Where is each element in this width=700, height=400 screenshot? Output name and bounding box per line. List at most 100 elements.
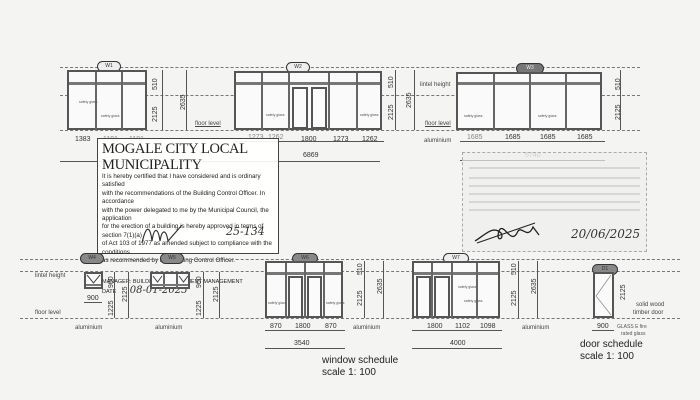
width-dim: 1273 [248,134,264,141]
window-frame: safety glass safety glass [456,72,602,130]
signature-icon [474,222,540,244]
door-leaf [292,87,308,129]
dim-sill: 1225 [108,300,115,316]
door-leaf [288,276,303,318]
window-frame: safety glass safety glass [412,261,500,318]
door-leaf [416,276,431,318]
window-schedule-title: window schedule scale 1: 100 [322,355,399,378]
dim-height: 900 [108,276,115,288]
width-dim: 1800 [295,323,311,330]
municipality-title: MOGALE CITY LOCAL MUNICIPALITY [102,141,248,173]
width-dim: 870 [270,323,282,330]
dim-total: 2125 [213,286,220,302]
handwritten-reference: 25-134 [226,225,265,238]
overall-width-dim: 6869 [303,152,319,159]
glass-note: safety glass [268,301,287,305]
width-dim: 1800 [301,136,317,143]
door-material-note: solid wood [636,302,665,308]
overall-width-dim: 3540 [294,340,310,347]
width-dim: 1685 [540,134,556,141]
dim-top: 510 [615,78,622,90]
door-material-note: timber door [633,310,664,316]
date-line: DATE 08-01-2025 [102,285,274,296]
material-label: aluminium [155,325,183,331]
dim-window-height: 2125 [357,290,364,306]
date-label: DATE [102,289,117,296]
door-leaf [307,276,322,318]
window-frame: safety glass safety glass [265,261,345,318]
dim-window-height: 2125 [615,104,622,120]
door-width-dim: 900 [597,323,609,330]
dim-height: 900 [196,276,203,288]
door-glass-note: GLASS E fire [617,324,647,330]
door-schedule-title: door schedule scale 1: 100 [580,339,643,362]
width-dim: 1800 [427,323,443,330]
floor-dash-line [60,130,640,131]
floor-dash-line [20,318,680,319]
dim-window-height: 2125 [388,104,395,120]
dim-top: 510 [152,78,159,90]
width-dim: 1262 [362,136,378,143]
dim-total-height: 2635 [406,92,413,108]
handwritten-date: 20/06/2025 [571,227,641,241]
material-label: aluminium [75,325,103,331]
window-frame [150,272,190,289]
door-height-dim: 2125 [620,284,627,300]
dim-window-height: 2125 [511,290,518,306]
door-leaf [434,276,450,318]
width-dim: 1685 [505,134,521,141]
window-frame [84,272,103,289]
window-frame: safety glass safety glass [234,71,382,130]
dim-top: 510 [388,76,395,88]
door-frame [593,272,614,318]
dim-total-height: 2635 [180,94,187,110]
door-swing-icon [595,274,612,316]
glass-note: safety glass [458,285,477,289]
dim-top: 510 [357,263,364,275]
lintel-dash-line [20,259,680,260]
glass-note: safety glass [79,100,98,104]
material-label: aluminium [353,325,381,331]
approval-text: It is hereby certified that I have consi… [102,173,272,265]
window-tag: W4 [80,253,104,264]
dim-sill: 1225 [196,300,203,316]
width-dim: 1685 [467,134,483,141]
width-dim: 870 [325,323,337,330]
dim-window-height: 2125 [152,106,159,122]
lintel-height-label: lintel height [420,82,451,88]
floor-level-label: floor level [195,121,221,127]
approval-stamp: MOGALE CITY LOCAL MUNICIPALITY It is her… [97,138,279,296]
width-dim: 1383 [75,136,91,143]
overall-width-dim: 4000 [450,340,466,347]
width-dim: 1102 [455,323,471,330]
glass-note: safety glass [266,113,285,117]
dim-total-height: 2635 [377,278,384,294]
glass-note: safety glass [538,114,557,118]
floor-level-label: floor level [35,310,61,316]
material-label: aluminium [424,138,452,144]
signature-icon [141,224,183,244]
width-dim: 900 [87,295,99,302]
width-dim: 1273 [333,136,349,143]
date-value: 08-01-2025 [129,285,188,297]
window-frame: safety glass safety glass [67,70,147,130]
material-label: aluminium [522,325,550,331]
glass-note: safety glass [360,113,379,117]
door-glass-note: rated glass [621,331,646,337]
width-dim: 1685 [577,134,593,141]
glass-note: safety glass [464,114,483,118]
width-dim: 1098 [480,323,496,330]
glass-note: safety glass [326,301,345,305]
dim-total: 2125 [122,286,129,302]
floor-level-label: floor level [425,121,451,127]
dim-top: 510 [511,263,518,275]
faded-approval-stamp: 20/06/2025 [462,152,647,252]
door-leaf [311,87,327,129]
width-dim: 1262 [268,134,284,141]
lintel-height-label: lintel height [35,273,66,279]
lintel-dash-line [60,67,640,68]
glass-note: safety glass [101,114,120,118]
dim-total-height: 2635 [531,278,538,294]
glass-note: safety glass [464,299,483,303]
transom-dash-line [20,271,680,272]
